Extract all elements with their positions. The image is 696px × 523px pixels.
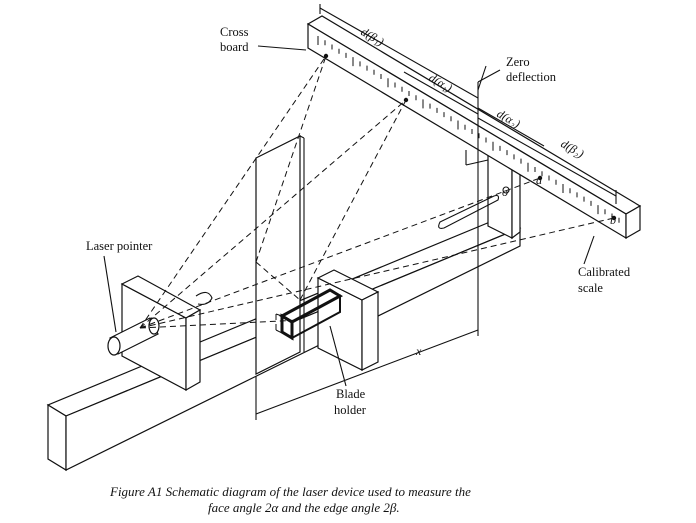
blade-holder-label-line2: holder <box>334 403 367 417</box>
distance-x-dimension: x <box>255 296 479 420</box>
cross-board <box>306 15 642 240</box>
zero-deflection-label-line2: deflection <box>506 70 557 84</box>
figure-caption: Figure A1 Schematic diagram of the laser… <box>109 484 471 515</box>
calibrated-scale-label-line1: Calibrated <box>578 265 631 279</box>
point-b-label: b <box>610 213 616 227</box>
caption-line1: Figure A1 Schematic diagram of the laser… <box>109 484 471 499</box>
laser-pointer-label: Laser pointer <box>86 239 153 253</box>
blade-plate <box>255 135 305 375</box>
calibrated-scale-label-line2: scale <box>578 281 603 295</box>
calibrated-scale-ticks <box>317 36 627 227</box>
blade-holder-block <box>278 269 380 371</box>
leader-lines <box>103 45 595 387</box>
distance-x-label: x <box>415 344 422 358</box>
laser-beams <box>139 55 615 339</box>
text-labels: Cross board Zero deflection Laser pointe… <box>86 25 631 417</box>
blade-holder-label-line1: Blade <box>336 387 366 401</box>
point-o-label: o <box>502 185 508 199</box>
point-a-label: a <box>536 173 542 187</box>
d-beta2-label: d(β₂) <box>559 136 587 160</box>
zero-deflection-label-line1: Zero <box>506 55 530 69</box>
laser-pointer <box>107 291 213 356</box>
cross-board-label-line1: Cross <box>220 25 249 39</box>
caption-line2: face angle 2α and the edge angle 2β. <box>208 500 400 515</box>
scale-points: a b o <box>323 53 617 227</box>
cross-board-label-line2: board <box>220 40 249 54</box>
